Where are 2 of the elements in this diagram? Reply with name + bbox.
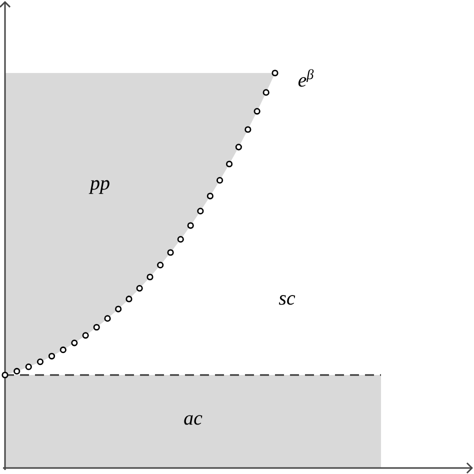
shaded-region: ac — [5, 375, 381, 468]
region-label: e$^{β}$ — [298, 69, 314, 87]
